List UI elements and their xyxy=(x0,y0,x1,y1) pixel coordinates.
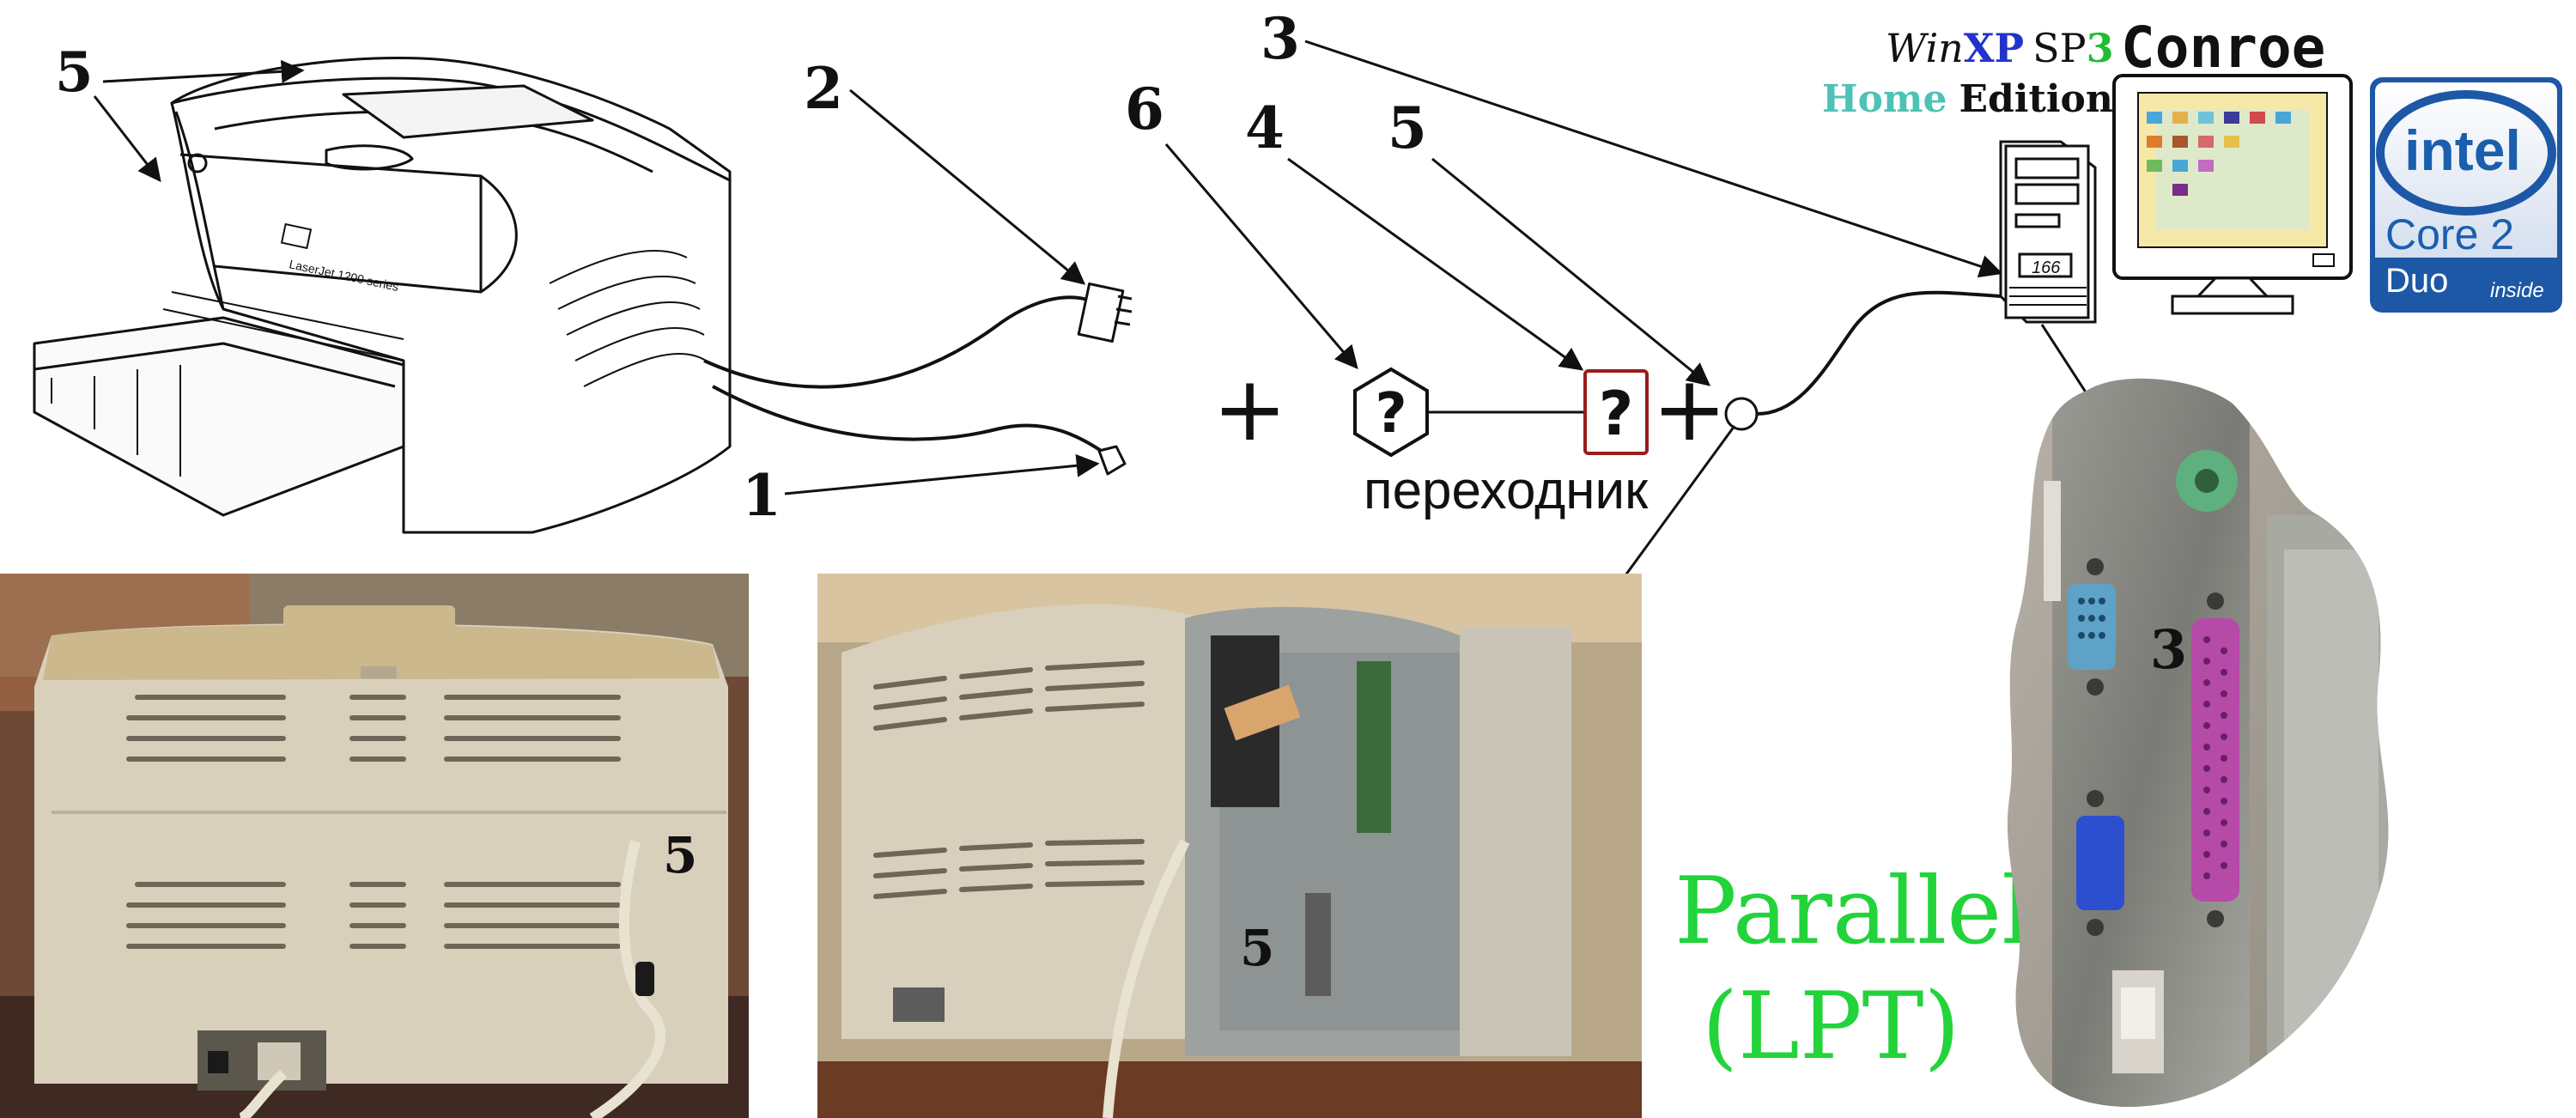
unknown-connector-hexagon: ? xyxy=(1353,367,1429,458)
label-2: 2 xyxy=(804,55,843,122)
photo-printer-rear xyxy=(0,574,749,1118)
svg-text:?: ? xyxy=(1599,379,1634,449)
svg-text:?: ? xyxy=(1375,382,1406,446)
arrow-5-to-junction xyxy=(1431,157,1711,386)
label-5-topleft: 5 xyxy=(55,40,94,105)
svg-text:Core 2: Core 2 xyxy=(2385,210,2514,258)
crt-monitor xyxy=(2112,74,2353,315)
arrow-4 xyxy=(1287,157,1584,371)
photo-printer-open xyxy=(817,574,1642,1118)
arrow-5-to-top-cover xyxy=(102,59,305,83)
label-4: 4 xyxy=(1245,94,1285,161)
svg-text:inside: inside xyxy=(2490,279,2544,302)
arrow-1-to-power xyxy=(784,453,1100,495)
svg-text:Duo: Duo xyxy=(2385,262,2448,300)
intel-core2-duo-logo: intel Core 2 Duo inside xyxy=(2370,77,2562,313)
junction-circle xyxy=(1724,397,1759,431)
port-name-line1: Parallel xyxy=(1674,858,2032,965)
arrow-2-to-usb xyxy=(849,88,1086,285)
svg-text:intel: intel xyxy=(2404,118,2521,182)
arrow-5-to-side xyxy=(93,95,161,183)
unknown-connector-square: ? xyxy=(1583,369,1649,455)
label-5-photo-rear: 5 xyxy=(663,826,697,884)
desktop-icons xyxy=(2147,112,2291,196)
label-3-lpt: 3 xyxy=(2150,618,2187,681)
label-3-top: 3 xyxy=(1261,5,1300,72)
cable-to-pc xyxy=(1756,290,2002,416)
arrow-6 xyxy=(1164,143,1358,370)
plus-sign-right: + xyxy=(1652,356,1727,461)
label-6: 6 xyxy=(1125,76,1164,143)
usb-connector xyxy=(1077,282,1133,343)
adapter-label: переходник xyxy=(1364,461,1649,520)
cpu-codename: Conroe xyxy=(2121,15,2325,81)
label-5-center: 5 xyxy=(1388,94,1427,161)
label-1: 1 xyxy=(742,462,781,529)
arrow-3-to-pc xyxy=(1304,39,2003,278)
port-name-line2: (LPT) xyxy=(1702,973,1960,1080)
label-5-photo-open: 5 xyxy=(1240,919,1274,977)
clock-display: 166 xyxy=(2032,258,2061,277)
hp-logo xyxy=(280,222,313,250)
photo-pc-back-panel xyxy=(2007,378,2389,1107)
pc-tower xyxy=(1999,140,2097,324)
plus-sign-left: + xyxy=(1212,356,1287,461)
printer-line-drawing xyxy=(33,56,1133,534)
